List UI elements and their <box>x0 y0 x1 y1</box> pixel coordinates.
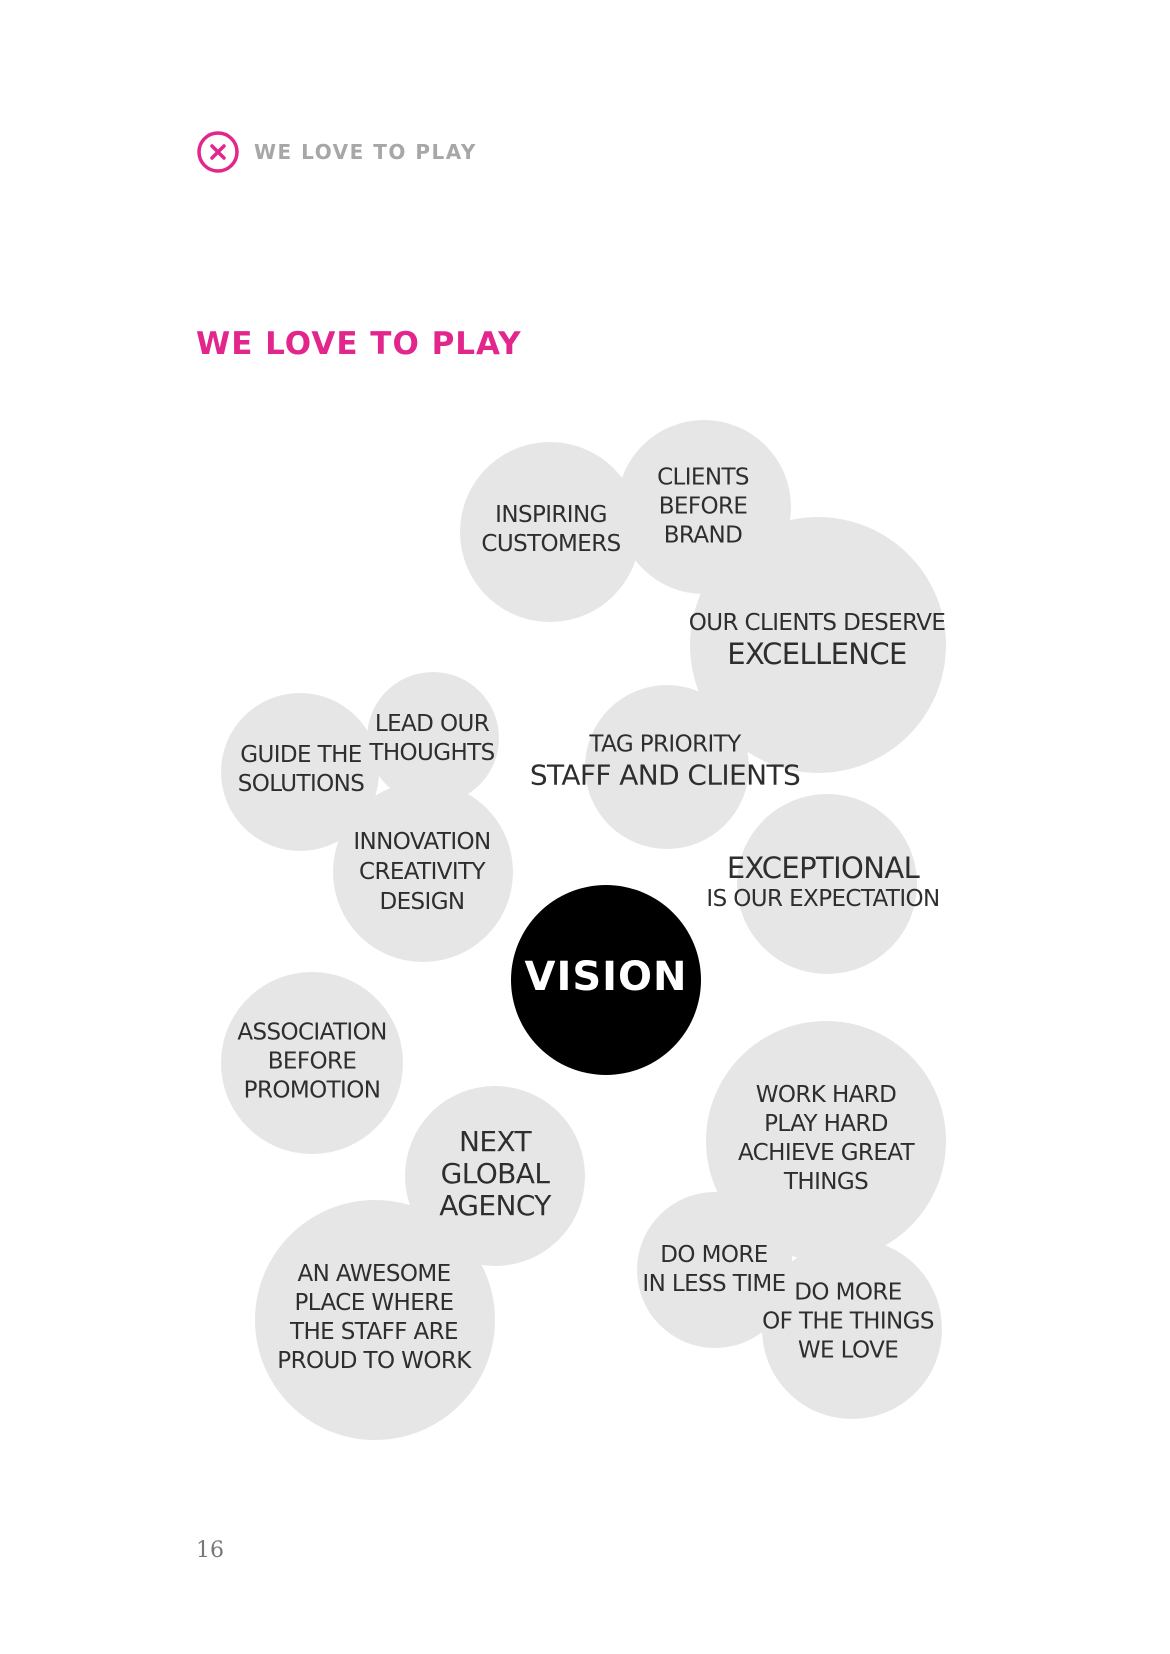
bubble-exceptional <box>737 794 917 974</box>
label-awesome-place: AN AWESOME PLACE WHERE THE STAFF ARE PRO… <box>277 1261 471 1374</box>
vision-circle <box>511 885 701 1075</box>
label-do-more-things: DO MORE OF THE THINGS WE LOVE <box>762 1279 934 1364</box>
bubble-association <box>221 972 403 1154</box>
label-do-more-time: DO MORE IN LESS TIME <box>642 1242 786 1297</box>
label-inspiring-customers: INSPIRING CUSTOMERS <box>481 502 621 557</box>
label-excellence: OUR CLIENTS DESERVE EXCELLENCE <box>688 610 946 671</box>
label-next-global-agency: NEXT GLOBAL AGENCY <box>439 1125 551 1222</box>
page-title: WE LOVE TO PLAY <box>196 326 522 362</box>
label-tag-priority: TAG PRIORITY STAFF AND CLIENTS <box>529 731 801 792</box>
section-header: WE LOVE TO PLAY <box>196 130 477 174</box>
label-association: ASSOCIATION BEFORE PROMOTION <box>237 1019 387 1104</box>
bubble-awesome-place <box>255 1200 495 1440</box>
label-exceptional: EXCEPTIONAL IS OUR EXPECTATION <box>706 851 940 913</box>
bubble-inspiring-customers <box>460 442 640 622</box>
page-number: 16 <box>196 1538 224 1563</box>
vision-label: VISION <box>524 954 688 1000</box>
label-innovation: INNOVATION CREATIVITY DESIGN <box>353 829 491 915</box>
bubble-innovation <box>333 782 513 962</box>
label-work-hard: WORK HARD PLAY HARD ACHIEVE GREAT THINGS <box>737 1082 915 1195</box>
label-lead-thoughts: LEAD OUR THOUGHTS <box>369 711 495 766</box>
section-label: WE LOVE TO PLAY <box>254 140 477 164</box>
bubble-do-more-things <box>762 1239 942 1419</box>
label-clients-before-brand: CLIENTS BEFORE BRAND <box>657 464 749 549</box>
bubble-tag-priority <box>585 685 749 849</box>
label-guide-solutions: GUIDE THE SOLUTIONS <box>237 742 365 797</box>
close-circle-icon <box>197 131 239 173</box>
